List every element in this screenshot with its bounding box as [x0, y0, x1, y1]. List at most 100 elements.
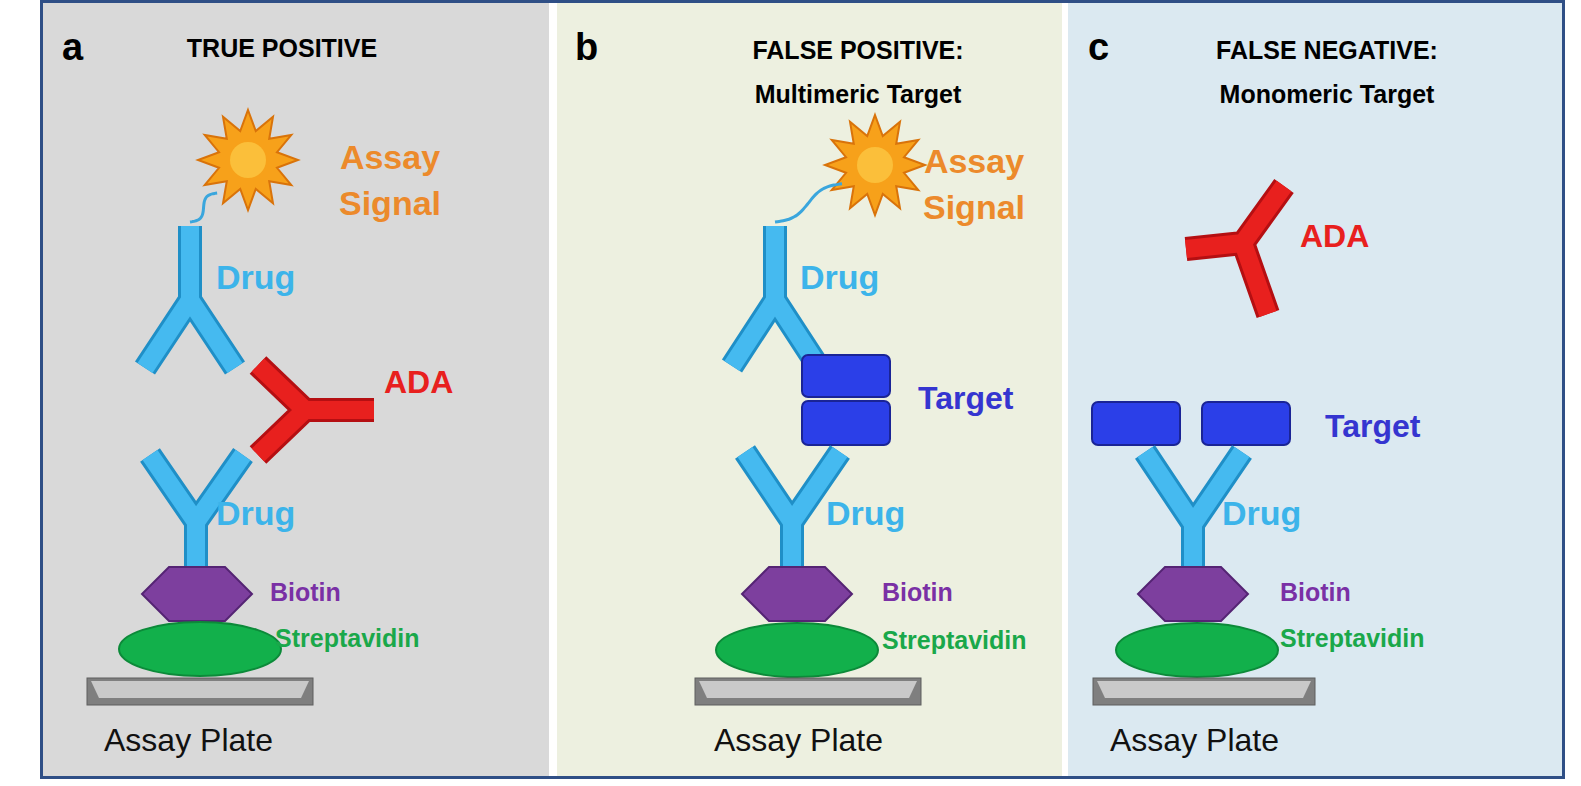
shape-outline: [245, 356, 377, 464]
signal-core: [857, 147, 893, 183]
shape-outline: [133, 222, 247, 374]
antibody-body: [258, 365, 374, 455]
signal-label: Assay Signal: [328, 134, 452, 226]
plate-face: [699, 681, 917, 698]
target-label: Target: [1325, 408, 1420, 445]
biotin-hexagon: [142, 567, 252, 621]
plate-face: [91, 681, 309, 698]
biotin-shape: Biotin: [742, 566, 852, 622]
drug-label: Drug: [1222, 494, 1301, 533]
assay-plate: Assay Plate: [695, 678, 921, 705]
signal-burst: [198, 110, 298, 210]
streptavidin-label: Streptavidin: [275, 624, 419, 653]
streptavidin-shape: Streptavidin: [1115, 622, 1279, 678]
target-multimer: Target: [800, 353, 892, 447]
plate-base: [87, 678, 313, 705]
linker-connector: [775, 184, 842, 222]
assay-signal: Assay Signal: [215, 127, 281, 193]
shape-outline: [118, 621, 282, 677]
target-block: [802, 355, 890, 397]
biotin-hexagon: [742, 567, 852, 621]
shape-outline: [695, 678, 921, 705]
target-block: [802, 401, 890, 445]
shape-group: [745, 452, 840, 574]
drug-label: Drug: [216, 258, 295, 297]
signal-label: Assay Signal: [912, 138, 1036, 230]
antibody-body: [145, 226, 235, 368]
shape-group: [1093, 678, 1315, 705]
shape-group: [802, 355, 890, 445]
shape-outline: [1115, 622, 1279, 678]
assay-plate: Assay Plate: [87, 678, 313, 705]
biotin-label: Biotin: [1280, 578, 1351, 607]
panel-title: FALSE POSITIVE: Multimeric Target: [708, 28, 1008, 116]
shape-group: [825, 115, 925, 215]
streptavidin-shape: Streptavidin: [118, 621, 282, 677]
target-block: [1202, 402, 1290, 445]
streptavidin-ellipse: [1116, 623, 1278, 677]
assay-plate: Assay Plate: [1093, 678, 1315, 705]
plate-base: [1093, 678, 1315, 705]
panel: b FALSE POSITIVE: Multimeric TargetAssay …: [557, 2, 1062, 776]
drug-label: Drug: [800, 258, 879, 297]
shape-group: [742, 567, 852, 621]
panel: aTRUE POSITIVEAssay SignalDrugADADrugBio…: [43, 2, 549, 776]
antibody-body: [745, 452, 840, 574]
shape-group: [695, 678, 921, 705]
shape-group: [716, 623, 878, 677]
shape-outline: [715, 622, 879, 678]
target-block: [1092, 402, 1180, 445]
biotin-shape: Biotin: [1138, 566, 1248, 622]
shape-group: [258, 365, 374, 455]
shape-group: [1116, 623, 1278, 677]
shape-group: [142, 567, 252, 621]
shape-outline: [742, 566, 852, 622]
antibody-outline: [258, 365, 374, 455]
shape-outline: [1090, 400, 1292, 447]
drug-antibody: Drug: [1133, 446, 1255, 575]
ada-antibody: ADA: [245, 356, 377, 464]
drug-antibody: Drug: [133, 222, 247, 374]
shape-group: [1186, 186, 1284, 314]
ada-label: ADA: [384, 364, 453, 401]
antibody-outline: [145, 226, 235, 368]
biotin-label: Biotin: [882, 578, 953, 607]
plate-label: Assay Plate: [1110, 722, 1279, 759]
plate-face: [1097, 681, 1311, 698]
signal-core: [230, 142, 266, 178]
linker-connector: [190, 193, 217, 222]
panel-letter: b: [575, 26, 598, 70]
shape-outline: [718, 222, 832, 374]
ada-antibody: ADA: [1176, 178, 1294, 324]
biotin-label: Biotin: [270, 578, 341, 607]
streptavidin-label: Streptavidin: [1280, 624, 1424, 653]
drug-label: Drug: [216, 494, 295, 533]
target-label: Target: [918, 380, 1013, 417]
assay-signal: Assay Signal: [842, 132, 908, 198]
shape-group: [198, 110, 298, 210]
plate-label: Assay Plate: [714, 722, 883, 759]
plate-label: Assay Plate: [104, 722, 273, 759]
shape-outline: [1138, 566, 1248, 622]
antibody-outline: [1186, 186, 1284, 314]
antibody-body: [1186, 186, 1284, 314]
panel-title: TRUE POSITIVE: [122, 34, 442, 63]
signal-burst: [825, 115, 925, 215]
frame-border: [42, 2, 1564, 778]
shape-outline: [142, 566, 252, 622]
streptavidin-ellipse: [119, 622, 281, 676]
biotin-shape: Biotin: [142, 566, 252, 622]
streptavidin-shape: Streptavidin: [715, 622, 879, 678]
drug-antibody: Drug: [718, 222, 832, 374]
panel-letter: a: [62, 26, 83, 70]
shape-group: [119, 622, 281, 676]
biotin-hexagon: [1138, 567, 1248, 621]
shape-outline: [842, 132, 908, 198]
shape-outline: [1093, 678, 1315, 705]
shape-group: [87, 678, 313, 705]
target-monomers: Target: [1090, 400, 1292, 447]
shape-outline: [87, 678, 313, 705]
